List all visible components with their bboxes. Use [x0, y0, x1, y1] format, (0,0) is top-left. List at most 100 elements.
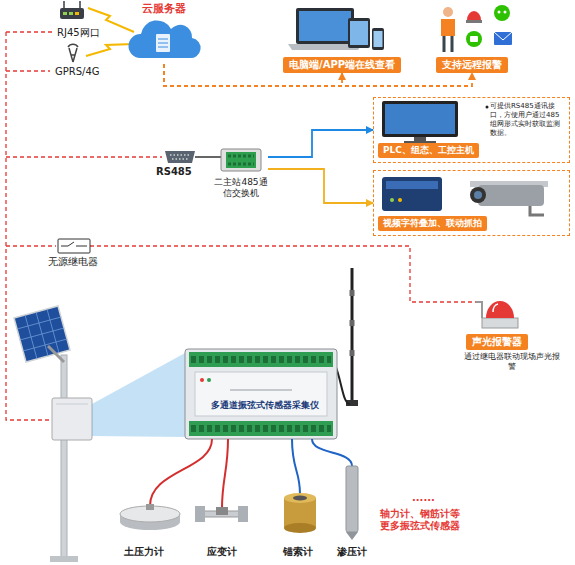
camera-icon-part — [478, 185, 544, 206]
label-box: 支持远程报警 — [436, 57, 508, 73]
solar-panel-pole-part — [14, 306, 70, 362]
text-label: 土压力计 — [124, 546, 164, 558]
video-overlay-device-icon-part — [386, 181, 438, 189]
person-alert-icons-part — [470, 36, 478, 42]
acquisition-device-part — [207, 378, 211, 382]
sensor-cables-part — [292, 439, 300, 494]
node-text: 视频字符叠加、联动抓拍 — [378, 216, 487, 231]
solar-panel-pole-part — [48, 346, 64, 362]
person-alert-icons-part — [494, 5, 510, 21]
cloud-node: 云服务器 — [122, 2, 206, 64]
router-icon-part — [60, 8, 84, 19]
connector — [268, 130, 373, 157]
label-box: 声光报警器 — [466, 334, 528, 350]
solar-panel-pole-part — [50, 556, 78, 562]
anchor-load-cell-part — [284, 523, 316, 533]
person-alert-icons-part — [441, 19, 455, 36]
text-label: 渗压计 — [337, 546, 367, 558]
router-icon-part — [63, 12, 67, 15]
relay-icon-part — [61, 242, 87, 246]
text-label: 无源继电器 — [48, 256, 98, 268]
solar-panel-pole-part — [61, 355, 67, 558]
switch-device-icon-part — [221, 149, 261, 171]
acquisition-device-part — [185, 349, 337, 439]
text-label: RS485 — [156, 166, 192, 178]
switch-device-icon-part — [228, 156, 254, 164]
laptop-tablet-phone-icons-part — [296, 8, 354, 44]
laptop-tablet-phone-icons-part — [350, 21, 368, 45]
solar-panel-pole-part — [17, 309, 67, 359]
dashed-group-box: 视频字符叠加、联动抓拍 — [373, 170, 570, 236]
cloud-server-icon-part — [158, 39, 168, 47]
person-alert-icons-part — [467, 11, 481, 20]
red-dashed-wiring-part — [90, 246, 476, 302]
dashed-group-box: PLC、组态、工控主机可提供RS485通讯接口，方便用户通过485组网形式实时获… — [373, 97, 570, 163]
db9-connector-icon — [165, 151, 195, 163]
node-text: 多通道振弦式传感器采集仪 — [185, 400, 345, 411]
node-text: 声光报警器 — [472, 336, 522, 348]
alarm-light-icon-part — [476, 302, 482, 318]
node-text: 支持远程报警 — [442, 59, 502, 71]
text-label: GPRS/4G — [55, 66, 100, 78]
text-label: RJ45网口 — [57, 27, 100, 39]
connector — [268, 169, 373, 203]
sensor-cables-part — [222, 439, 228, 508]
solar-panel-pole — [14, 306, 92, 562]
text-label: 锚索计 — [283, 546, 313, 558]
cloud-server-icon-part — [156, 34, 170, 52]
router-icon — [60, 1, 84, 19]
alarm-light-icon-part — [482, 318, 518, 328]
video-overlay-device-icon — [382, 177, 442, 211]
camera-icon-part — [530, 206, 544, 215]
note-bullet — [486, 106, 489, 109]
alarm-light-icon — [476, 301, 518, 328]
anchor-load-cell — [284, 493, 316, 533]
laptop-tablet-phone-icons-part — [372, 28, 384, 50]
gprs-antenna-icon-part — [69, 48, 77, 62]
alarm-light-icon-part — [493, 304, 498, 312]
router-icon-part — [75, 12, 79, 15]
text-label: 通过继电器联动现场声光报警 — [462, 352, 562, 372]
solar-panel-pole-part — [56, 404, 88, 405]
person-alert-icons-part — [504, 11, 507, 14]
switch-device-icon-part — [226, 152, 256, 168]
cloud-server-icon — [128, 20, 200, 58]
antenna-part — [351, 268, 354, 402]
earth-pressure-cell — [120, 504, 180, 530]
person-alert-icons-part — [466, 31, 482, 47]
cloud-server-icon-part — [128, 20, 200, 58]
earth-pressure-cell-part — [146, 504, 154, 510]
db9-connector-icon-part — [170, 155, 190, 159]
node-text: 二主站485通信交换机 — [214, 177, 268, 199]
piezometer-part — [346, 466, 358, 532]
node-text: PLC、组态、工控主机 — [378, 143, 479, 158]
strain-gauge-part — [238, 506, 248, 522]
acquisition-device-part — [200, 378, 204, 382]
video-overlay-device-icon-part — [382, 177, 442, 211]
anchor-load-cell-part — [293, 496, 307, 501]
gprs-antenna-icon — [68, 44, 78, 62]
solar-panel-pole-part — [52, 398, 92, 440]
laptop-tablet-phone-icons — [288, 8, 384, 50]
laptop-tablet-phone-icons-part — [348, 18, 370, 48]
monitor-icon-part — [382, 101, 458, 137]
label-box: 电脑端/APP端在线查看 — [283, 57, 401, 73]
person-alert-icons-part — [443, 7, 453, 17]
person-alert-icons-part — [466, 20, 482, 23]
acquisition-device-part — [191, 356, 331, 363]
person-alert-icons-part — [494, 32, 512, 40]
monitor-icon-part — [385, 104, 455, 134]
node-text: 云服务器 — [122, 2, 206, 16]
antenna-part — [350, 290, 355, 356]
camera-icon-part — [474, 191, 482, 199]
anchor-load-cell-part — [284, 493, 316, 503]
text-label: ...... — [412, 492, 435, 504]
person-alert-icons — [441, 5, 512, 52]
switch-device-icon — [221, 149, 261, 171]
red-dashed-wiring-part — [6, 245, 56, 246]
red-dashed-wiring-part — [6, 156, 162, 157]
text-label: 应变计 — [207, 546, 237, 558]
